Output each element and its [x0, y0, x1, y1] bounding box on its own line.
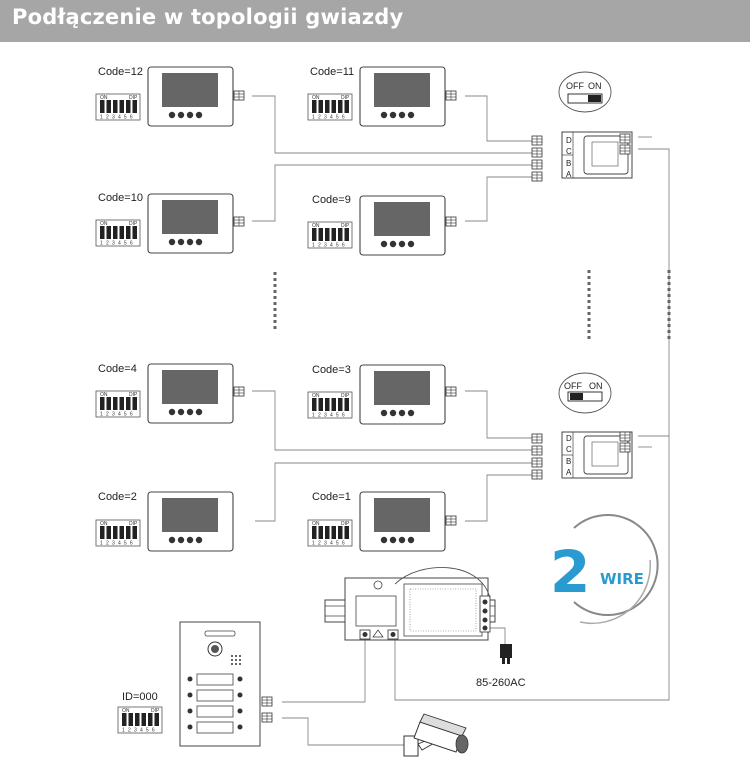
terminal-label-b: B [566, 159, 571, 168]
dip-number-labels: 123456 [100, 115, 136, 121]
power-plug-icon [500, 644, 512, 664]
monitor-code-11: Code=11 [307, 66, 457, 127]
2wire-logo: 2 WIRE [550, 514, 659, 625]
terminal-label-c: C [566, 147, 572, 156]
monitor-code-label: Code=4 [98, 363, 137, 375]
terminal-label-c: C [566, 445, 572, 454]
dip-on-label: ON [100, 95, 108, 101]
dip-dip-label: DIP [151, 708, 160, 714]
page-title: Podłączenie w topologii gwiazdy [12, 5, 404, 29]
continuation-dots [273, 270, 671, 340]
dip-on-label: ON [122, 708, 130, 714]
terminal-label-b: B [566, 457, 571, 466]
switch-off-label: OFF [564, 381, 582, 391]
dip-number-labels: 123456 [312, 115, 348, 121]
logo-text: WIRE [600, 570, 644, 588]
dip-on-label: ON [100, 221, 108, 227]
dip-dip-label: DIP [129, 521, 138, 527]
monitor-code-1: Code=1 [307, 491, 457, 552]
logo-number: 2 [550, 538, 590, 606]
monitor-code-label: Code=10 [98, 192, 143, 204]
monitor-code-label: Code=2 [98, 491, 137, 503]
termination-switch-on: OFF ON [558, 372, 612, 414]
door-station-id-label: ID=000 [122, 691, 158, 703]
terminal-label-a: A [566, 468, 572, 477]
wires [252, 95, 670, 746]
dip-number-labels: 123456 [100, 412, 136, 418]
power-supply: 85-260AC [324, 567, 526, 689]
monitor-code-label: Code=1 [312, 491, 351, 503]
dip-dip-label: DIP [129, 392, 138, 398]
distributor-upper: D C B A OFF ON [531, 71, 633, 182]
termination-switch-off: OFF ON [558, 71, 612, 113]
monitor-code-12: Code=12 [95, 66, 245, 127]
dip-on-label: ON [312, 223, 320, 229]
dip-dip-label: DIP [129, 221, 138, 227]
door-station [179, 621, 273, 747]
dip-dip-label: DIP [341, 223, 350, 229]
dip-on-label: ON [312, 95, 320, 101]
dip-number-labels: 123456 [100, 541, 136, 547]
dip-on-label: ON [100, 521, 108, 527]
dip-number-labels: 123456 [100, 241, 136, 247]
switch-on-label: ON [588, 81, 602, 91]
dip-on-label: ON [100, 392, 108, 398]
dip-dip-label: DIP [341, 393, 350, 399]
dip-number-labels: 123456 [312, 243, 348, 249]
monitor-code-label: Code=12 [98, 66, 143, 78]
dip-on-label: ON [312, 393, 320, 399]
dip-dip-label: DIP [341, 521, 350, 527]
dip-on-label: ON [312, 521, 320, 527]
cctv-camera-icon [403, 713, 469, 757]
monitor-code-9: Code=9 [307, 194, 457, 256]
monitor-code-2: Code=2 [95, 491, 234, 552]
switch-on-label: ON [589, 381, 603, 391]
dip-dip-label: DIP [341, 95, 350, 101]
switch-off-label: OFF [566, 81, 584, 91]
dip-dip-label: DIP [129, 95, 138, 101]
monitor-code-10: Code=10 [95, 192, 245, 254]
terminal-label-a: A [566, 170, 572, 179]
monitor-code-label: Code=3 [312, 364, 351, 376]
dip-number-labels: 123456 [312, 413, 348, 419]
dip-number-labels: 123456 [312, 541, 348, 547]
monitor-code-3: Code=3 [307, 364, 457, 425]
terminal-label-d: D [566, 136, 572, 145]
power-voltage-label: 85-260AC [476, 677, 526, 689]
door-station-id: ID=000 [117, 691, 163, 734]
monitor-code-4: Code=4 [95, 363, 245, 424]
monitor-code-label: Code=11 [310, 66, 354, 78]
distributor-lower: D C B A OFF ON [531, 372, 633, 480]
monitor-code-label: Code=9 [312, 194, 351, 206]
page-header: Podłączenie w topologii gwiazdy [0, 0, 750, 42]
dip-number-labels: 123456 [122, 728, 158, 734]
terminal-label-d: D [566, 434, 572, 443]
